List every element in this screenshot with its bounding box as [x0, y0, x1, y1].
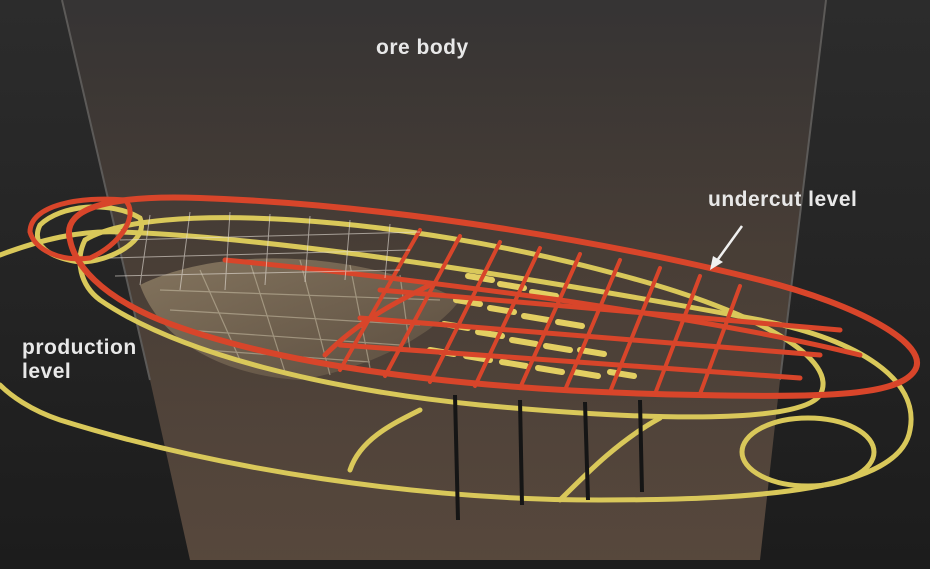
ore-body-label: ore body — [376, 36, 469, 60]
production-level-label-line2: level — [22, 360, 71, 383]
production-level-label: production level — [22, 336, 182, 384]
production-level-label-line1: production — [22, 336, 137, 359]
undercut-level-label: undercut level — [708, 188, 857, 212]
